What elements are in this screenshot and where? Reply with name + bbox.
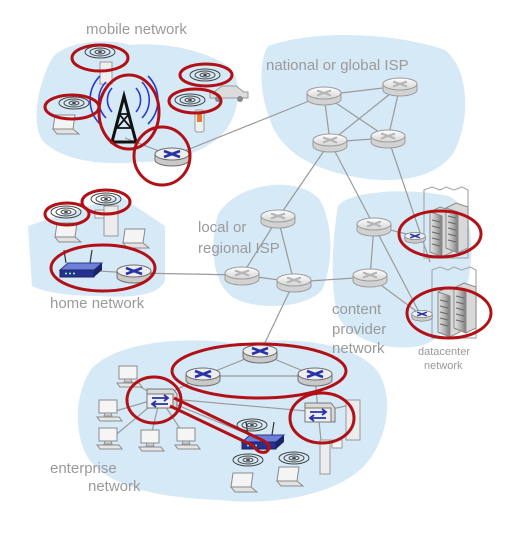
router-icon <box>404 231 426 244</box>
highlight-ellipse <box>70 43 130 73</box>
datacenter-label-line1: datacenter <box>418 346 470 358</box>
mobile-region <box>36 41 239 164</box>
router-icon <box>260 209 296 229</box>
wireless-signal-icon <box>50 205 82 219</box>
highlight-ellipse <box>80 188 132 216</box>
home-network-label: home network <box>50 295 145 312</box>
router-icon <box>312 133 348 153</box>
datacenter-building <box>423 186 469 259</box>
highlight-ellipse <box>397 209 483 259</box>
datacenter-label-line2: network <box>424 360 463 372</box>
wireless-signal-icon <box>232 453 264 467</box>
router-icon <box>352 268 388 288</box>
highlight-link <box>169 396 271 454</box>
wireless-signal-icon <box>90 192 122 206</box>
router-icon <box>382 77 418 97</box>
highlight-ellipse <box>405 286 493 340</box>
router-icon <box>184 366 222 388</box>
router-icon <box>241 343 279 365</box>
highlight-ellipse <box>178 62 234 88</box>
router-icon <box>296 366 334 388</box>
local-isp-label-line2: regional ISP <box>198 240 280 257</box>
cell-tower-icon <box>89 75 159 144</box>
phone-icon <box>194 109 205 133</box>
content-provider-label-line2: provider <box>332 321 387 338</box>
router-icon <box>153 146 191 168</box>
phone-icon <box>99 61 113 85</box>
edge-highlights <box>43 43 493 454</box>
enterprise-label-line1: enterprise <box>50 460 117 477</box>
switch-icon <box>304 402 336 423</box>
enterprise-label-line2: network <box>88 478 141 495</box>
router-icon <box>370 129 406 149</box>
highlight-ellipse <box>170 342 348 400</box>
switch-icon <box>146 388 178 409</box>
content-provider-label-line1: content <box>332 301 382 318</box>
wireless-signal-icon <box>278 451 310 465</box>
router-icon <box>356 217 392 237</box>
mobile-network-label: mobile network <box>86 21 187 38</box>
router-icon <box>276 273 312 293</box>
local-isp-label-line1: local or <box>198 219 247 236</box>
national-isp-region <box>261 34 466 181</box>
content-provider-label-line3: network <box>332 340 385 357</box>
wireless-signal-icon <box>189 68 221 82</box>
router-icon <box>306 86 342 106</box>
national-isp-label: national or global ISP <box>266 57 409 74</box>
highlight-ellipse <box>132 125 192 187</box>
wireless-signal-icon <box>84 45 116 59</box>
router-icon <box>411 309 433 322</box>
mobile-network <box>52 45 249 168</box>
highlight-ellipse <box>288 391 356 445</box>
wireless-signal-icon <box>58 96 90 110</box>
highlight-ellipse <box>49 243 157 293</box>
wireless-signal-icon <box>174 93 206 107</box>
highlight-ellipse <box>167 87 223 115</box>
highlight-ellipse <box>97 73 161 151</box>
highlight-ellipse <box>43 201 91 227</box>
router-icon <box>224 266 260 286</box>
